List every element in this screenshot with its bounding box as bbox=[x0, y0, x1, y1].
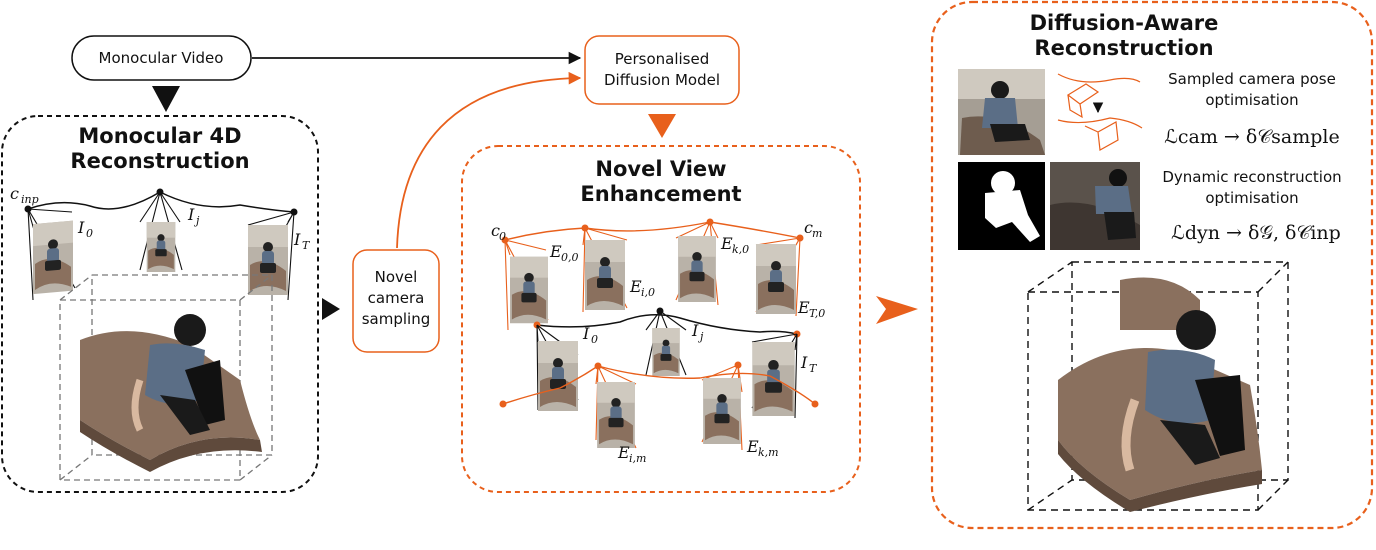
svg-text:m: m bbox=[812, 227, 822, 240]
dar-title-line1: Diffusion-Aware bbox=[1030, 11, 1219, 35]
svg-text:i,m: i,m bbox=[629, 452, 646, 465]
svg-text:E: E bbox=[617, 443, 630, 462]
arrow-video-to-mono4d bbox=[152, 86, 180, 112]
svg-text:sampling: sampling bbox=[362, 310, 431, 328]
arrow-mono4d-to-nve bbox=[322, 298, 340, 320]
svg-text:k,m: k,m bbox=[758, 446, 779, 459]
personalised-line1: Personalised bbox=[615, 50, 710, 68]
mono-scene bbox=[80, 314, 262, 472]
dar-panel: Diffusion-Aware Reconstruction Sampled c… bbox=[930, 0, 1374, 530]
dar-camera-pose-sketch bbox=[1057, 73, 1143, 151]
mono-thumb-it bbox=[248, 225, 288, 295]
svg-text:camera: camera bbox=[368, 289, 425, 307]
svg-text:I: I bbox=[691, 321, 699, 340]
svg-text:T,0: T,0 bbox=[809, 307, 825, 320]
mono-thumb-i0 bbox=[33, 220, 73, 295]
svg-text:inp: inp bbox=[21, 193, 39, 206]
svg-text:i,0: i,0 bbox=[641, 286, 655, 299]
svg-text:I: I bbox=[800, 353, 808, 372]
svg-text:E: E bbox=[720, 234, 733, 253]
arrow-nve-to-dar bbox=[876, 296, 918, 324]
svg-text:E: E bbox=[797, 298, 810, 317]
monocular-video-label: Monocular Video bbox=[99, 49, 224, 67]
novel-camera-sampling-node: Novel camera sampling bbox=[352, 249, 440, 353]
svg-text:Sampled camera pose: Sampled camera pose bbox=[1168, 70, 1336, 88]
nve-panel: Novel View Enhancement bbox=[461, 145, 861, 493]
arrow-sampling-to-diffusion bbox=[396, 71, 582, 249]
svg-text:c: c bbox=[10, 184, 19, 203]
svg-text:k,0: k,0 bbox=[732, 243, 749, 256]
dar-camera-photo bbox=[958, 69, 1045, 155]
dynamic-loss: ℒdyn → δ𝒢, δ𝒞inp bbox=[1171, 222, 1341, 244]
svg-text:E: E bbox=[746, 437, 759, 456]
svg-text:c: c bbox=[804, 218, 813, 237]
svg-text:Dynamic reconstruction: Dynamic reconstruction bbox=[1162, 168, 1341, 186]
personalised-diffusion-node: Personalised Diffusion Model bbox=[584, 35, 740, 105]
arrow-diffusion-to-nve bbox=[648, 114, 676, 138]
nve-title-line1: Novel View bbox=[595, 157, 726, 181]
mono4d-title-line1: Monocular 4D bbox=[78, 124, 241, 148]
svg-text:0: 0 bbox=[86, 227, 93, 240]
svg-text:I: I bbox=[293, 230, 301, 249]
dar-dynamic-photo bbox=[1050, 162, 1140, 250]
svg-text:I: I bbox=[77, 218, 85, 237]
svg-text:0: 0 bbox=[591, 333, 598, 346]
svg-text:Novel: Novel bbox=[375, 268, 418, 286]
mono4d-title-line2: Reconstruction bbox=[70, 149, 249, 173]
dar-mask-image bbox=[958, 162, 1045, 250]
dar-title-line2: Reconstruction bbox=[1034, 36, 1213, 60]
svg-text:optimisation: optimisation bbox=[1205, 91, 1298, 109]
svg-text:j: j bbox=[193, 214, 200, 227]
svg-text:T: T bbox=[302, 239, 311, 252]
svg-text:0,0: 0,0 bbox=[561, 251, 579, 264]
camera-loss: ℒcam → δ𝒞sample bbox=[1164, 126, 1340, 148]
dar-scene bbox=[1058, 277, 1262, 512]
personalised-line2: Diffusion Model bbox=[604, 71, 720, 89]
svg-text:I: I bbox=[582, 324, 590, 343]
monocular-video-node: Monocular Video bbox=[71, 35, 252, 81]
svg-text:j: j bbox=[697, 330, 704, 343]
svg-text:c: c bbox=[491, 221, 500, 240]
svg-text:I: I bbox=[187, 205, 195, 224]
svg-text:optimisation: optimisation bbox=[1205, 189, 1298, 207]
svg-text:0: 0 bbox=[499, 230, 506, 243]
svg-text:T: T bbox=[809, 362, 818, 375]
svg-text:E: E bbox=[549, 242, 562, 261]
mono-thumb-ij bbox=[146, 222, 176, 272]
nve-title-line2: Enhancement bbox=[580, 182, 741, 206]
mono4d-panel: Monocular 4D Reconstruction c inp I 0 I … bbox=[1, 115, 319, 493]
svg-text:E: E bbox=[629, 277, 642, 296]
